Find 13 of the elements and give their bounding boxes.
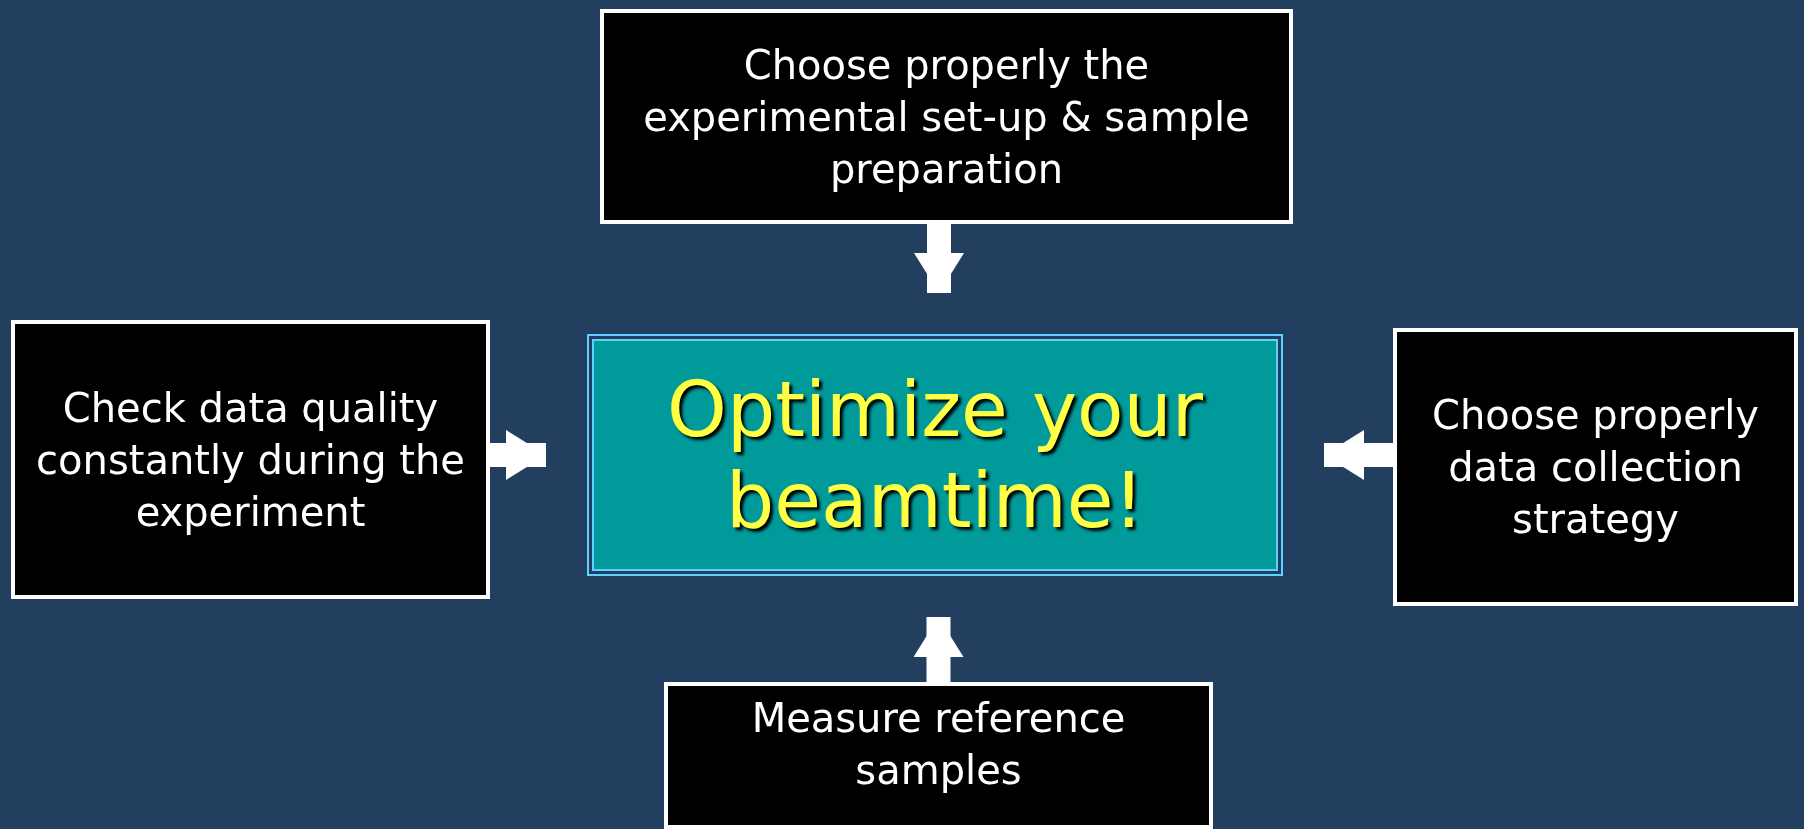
- block-arrow: [913, 617, 964, 682]
- task-box: [664, 682, 1213, 829]
- block-arrow: [490, 430, 546, 480]
- task-text: Choose properly the experimental set-up & sample preparation: [642, 40, 1251, 194]
- block-arrow: [914, 224, 964, 293]
- task-text: Measure reference samples: [750, 694, 1127, 795]
- task-box: [11, 320, 490, 599]
- block-arrow: [1324, 430, 1393, 480]
- goal-text: Optimize your beamtime!: [666, 363, 1204, 547]
- task-box: [600, 9, 1293, 224]
- task-text: Check data quality constantly during the experiment: [35, 383, 466, 537]
- task-text: Choose properly data collection strategy: [1430, 391, 1761, 544]
- task-box: [1393, 328, 1798, 606]
